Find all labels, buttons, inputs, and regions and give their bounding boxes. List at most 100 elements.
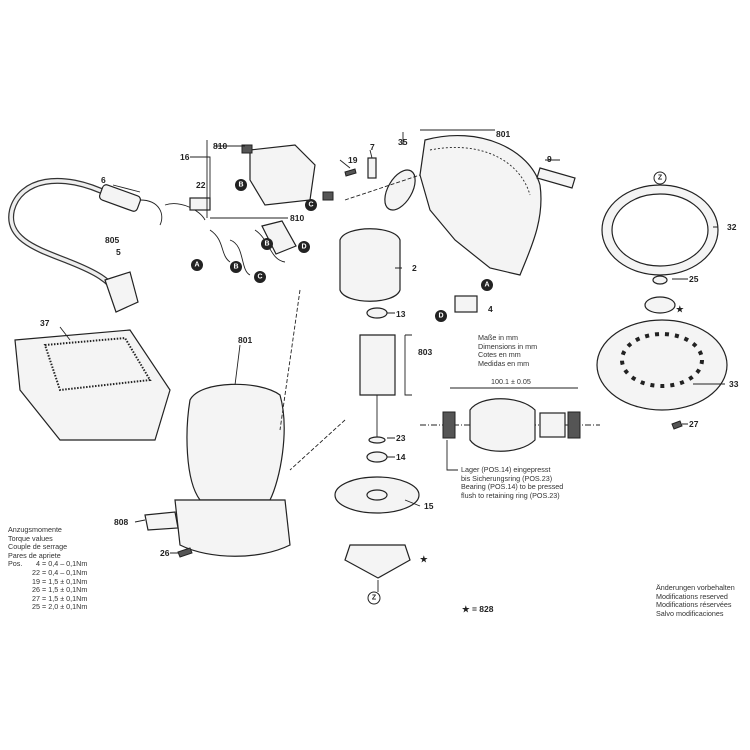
dimensions-line: Cotes en mm <box>478 350 521 360</box>
torque-heading: Torque values <box>8 533 53 543</box>
torque-pos: 26 <box>32 585 40 595</box>
fan-hub <box>366 489 388 501</box>
connector-A: A <box>191 259 203 271</box>
label-19: 19 <box>348 155 358 165</box>
label-7: 7 <box>370 142 375 152</box>
torque-prefix: Pos. <box>8 559 23 569</box>
torque-prefix <box>8 578 26 587</box>
bearing-note-leader <box>446 440 458 471</box>
dimensions-line: Maße in mm <box>478 333 518 342</box>
pad-holes <box>620 332 704 388</box>
svg-text:Z: Z <box>658 175 663 182</box>
torque-pos: 27 <box>32 593 40 603</box>
label-16: 16 <box>180 152 190 162</box>
modifications-line: Änderungen vorbehalten <box>656 583 735 592</box>
sanding-pad-33 <box>596 319 728 411</box>
plug <box>104 271 139 313</box>
svg-text:C: C <box>308 202 313 209</box>
bearing-note-line: Bearing (POS.14) to be pressed <box>461 482 564 492</box>
label-13: 13 <box>396 309 406 319</box>
label-801: 801 <box>496 129 510 139</box>
modifications-line: Modifications reserved <box>656 591 728 601</box>
carbon-brush <box>322 191 334 201</box>
torque-value: 1,5 ± 0,1Nm <box>48 593 88 603</box>
label-801-lower: 801 <box>238 335 252 345</box>
label-37: 37 <box>40 318 50 328</box>
equals-sign: = <box>40 602 49 612</box>
torque-prefix <box>8 595 26 604</box>
screw-25 <box>652 275 668 285</box>
modifications-line: Modifications réservées <box>656 600 732 610</box>
dimension-value: 100.1 ± 0.05 <box>491 377 531 386</box>
dust-box-filter <box>43 336 152 392</box>
connector-Z: Z <box>653 171 667 185</box>
label-star-828: ★ = 828 <box>462 604 494 614</box>
label-4: 4 <box>488 304 493 314</box>
label-35: 35 <box>398 137 408 147</box>
torque-row: 25 = 2,0 ± 0,1Nm <box>8 603 87 612</box>
label-32: 32 <box>727 222 737 232</box>
torque-heading: Couple de serrage <box>8 542 68 552</box>
torque-row: 19 = 1,5 ± 0,1Nm <box>8 576 87 587</box>
switch-16 <box>249 144 316 206</box>
carbon-brush <box>241 144 253 154</box>
bearing-note-line: Lager (POS.14) eingepresst <box>461 465 551 474</box>
label-25: 25 <box>689 274 699 284</box>
label-5: 5 <box>116 247 121 257</box>
equals-sign: = <box>40 576 49 586</box>
svg-text:B: B <box>238 182 243 189</box>
label-26: 26 <box>160 548 170 558</box>
bearing-note-line: flush to retaining ring (POS.23) <box>461 490 560 500</box>
cord-sleeve <box>98 184 142 212</box>
connector-D: D <box>435 310 447 322</box>
label-808: 808 <box>114 517 128 527</box>
bearing-14 <box>366 451 388 463</box>
eccentric-bearing <box>344 544 411 579</box>
modifications-line: Salvo modificaciones <box>656 608 724 618</box>
torque-value: 2,0 ± 0,1Nm <box>48 602 88 612</box>
housing-ridges <box>429 146 531 196</box>
dimensions-line: Dimensions in mm <box>478 341 538 351</box>
torque-pos: 22 <box>32 567 40 577</box>
dust-box-37 <box>14 329 171 441</box>
torque-value: 0,4 – 0,1Nm <box>48 559 88 569</box>
armature-detail <box>469 398 536 452</box>
torque-row: Pos.4 = 0,4 – 0,1Nm <box>8 560 87 569</box>
connector-B: B <box>230 261 242 273</box>
screw-26 <box>177 547 193 558</box>
svg-text:A: A <box>484 282 489 289</box>
connector-D: D <box>298 241 310 253</box>
bearing-detail-right <box>567 411 581 439</box>
label-33: 33 <box>729 379 739 389</box>
svg-text:Z: Z <box>372 595 377 602</box>
torque-prefix <box>8 586 26 595</box>
torque-value: 0,4 – 0,1Nm <box>48 567 88 577</box>
label-6: 6 <box>101 175 106 185</box>
screw-19 <box>344 168 357 177</box>
svg-text:B: B <box>233 264 238 271</box>
torque-prefix <box>8 569 26 578</box>
svg-text:D: D <box>438 313 443 320</box>
label-14: 14 <box>396 452 406 462</box>
torque-row: 27 = 1,5 ± 0,1Nm <box>8 593 88 604</box>
field-2 <box>339 228 401 302</box>
label-2: 2 <box>412 263 417 273</box>
torque-value: 1,5 ± 0,1Nm <box>48 585 88 595</box>
base-housing <box>174 499 291 557</box>
label-810-lower: 810 <box>290 213 304 223</box>
connector-A: A <box>481 279 493 291</box>
torque-row: 26 = 1,5 ± 0,1Nm <box>8 586 87 595</box>
equals-sign: = <box>40 593 49 603</box>
torque-pos: 4 <box>36 559 40 569</box>
connector-C: C <box>305 199 317 211</box>
svg-text:A: A <box>194 262 199 269</box>
torque-pos: 25 <box>32 602 40 612</box>
label-805: 805 <box>105 235 119 245</box>
connector-Z: Z <box>367 591 381 605</box>
torque-heading: Pares de apriete <box>8 550 61 560</box>
part-7 <box>367 157 377 179</box>
